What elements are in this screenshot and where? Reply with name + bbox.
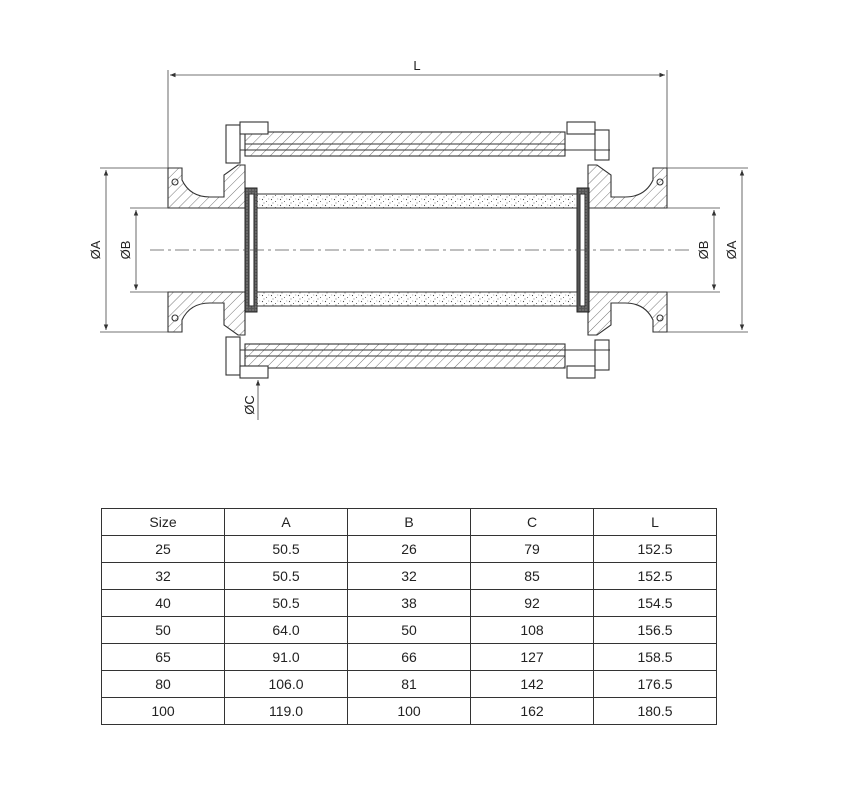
table-cell: 38 [347,589,471,617]
sight-glass-cylinder [256,193,578,307]
table-cell: 64.0 [224,616,348,644]
table-cell: 25 [101,535,225,563]
dimension-length: L [167,58,668,170]
table-cell: 85 [470,562,594,590]
dimension-bore-dia-right: ØB [667,207,720,293]
table-cell: 32 [347,562,471,590]
label-bore-dia-left: ØB [118,241,133,260]
table-cell: 158.5 [593,643,717,671]
table-cell: 50 [347,616,471,644]
table-header-cell: L [593,508,717,536]
right-end-fitting [587,164,668,336]
bore-lines [168,207,667,293]
table-header-cell: Size [101,508,225,536]
table-cell: 142 [470,670,594,698]
table-cell: 180.5 [593,697,717,725]
table-header-cell: B [347,508,471,536]
label-outer-dia-left: ØA [88,240,103,259]
table-cell: 91.0 [224,643,348,671]
table-cell: 152.5 [593,535,717,563]
table-cell: 100 [101,697,225,725]
table-cell: 26 [347,535,471,563]
table-cell: 100 [347,697,471,725]
table-cell: 176.5 [593,670,717,698]
table-cell: 162 [470,697,594,725]
table-cell: 80 [101,670,225,698]
dimension-outer-dia-left: ØA [88,167,168,333]
table-cell: 79 [470,535,594,563]
table-cell: 156.5 [593,616,717,644]
table-cell: 66 [347,643,471,671]
table-header-cell: A [224,508,348,536]
table-cell: 106.0 [224,670,348,698]
dimension-clamp-dia: ØC [242,380,261,420]
table-cell: 152.5 [593,562,717,590]
table-cell: 50.5 [224,562,348,590]
dimension-outer-dia-right: ØA [667,167,748,333]
dimension-bore-dia-left: ØB [118,207,168,293]
table-cell: 154.5 [593,589,717,617]
table-header-cell: C [470,508,594,536]
table-cell: 50.5 [224,535,348,563]
table-cell: 108 [470,616,594,644]
table-cell: 119.0 [224,697,348,725]
label-outer-dia-right: ØA [724,240,739,259]
sight-glass-section-drawing: L [88,58,748,420]
label-clamp-dia: ØC [242,395,257,415]
table-cell: 32 [101,562,225,590]
label-bore-dia-right: ØB [696,241,711,260]
table-cell: 50 [101,616,225,644]
body-tube-bottom [244,343,566,369]
table-cell: 65 [101,643,225,671]
table-cell: 50.5 [224,589,348,617]
bolt-top [225,121,610,164]
label-length: L [413,58,420,73]
body-tube-top [244,131,566,157]
table-cell: 127 [470,643,594,671]
left-end-fitting [167,164,246,336]
table-cell: 81 [347,670,471,698]
bolt-bottom [225,336,610,379]
table-cell: 92 [470,589,594,617]
table-cell: 40 [101,589,225,617]
